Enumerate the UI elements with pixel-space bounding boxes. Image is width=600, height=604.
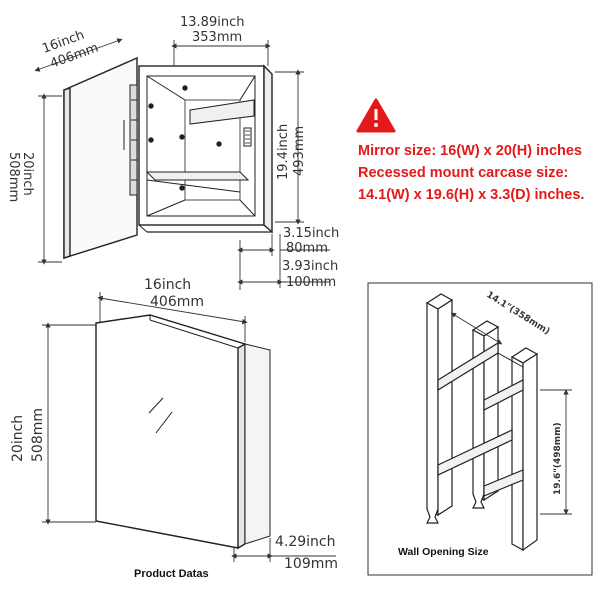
door-height-mm-label: 508mm — [6, 152, 21, 202]
inner-depth-mm-label: 80mm — [286, 241, 328, 256]
carcase-width-inch-label: 13.89inch — [180, 15, 244, 30]
wall-opening-caption: Wall Opening Size — [398, 546, 489, 558]
product-datas-caption: Product Datas — [134, 568, 209, 580]
wall-height-label: 19.6"(498mm) — [553, 422, 563, 495]
door-height-inch-label: 20inch — [20, 152, 35, 196]
carcase-size-heading: Recessed mount carcase size: — [358, 165, 569, 181]
carcase-width-mm-label: 353mm — [192, 30, 242, 45]
closed-depth-inch-label: 4.29inch — [275, 534, 336, 550]
outer-depth-inch-label: 3.93inch — [282, 259, 338, 274]
carcase-height-mm-label: 493mm — [292, 126, 307, 176]
open-cabinet-drawing — [63, 56, 273, 259]
warning-triangle-icon — [356, 98, 396, 133]
inner-depth-inch-label: 3.15inch — [283, 226, 339, 241]
outer-depth-mm-label: 100mm — [286, 275, 336, 290]
mirror-size-text: Mirror size: 16(W) x 20(H) inches — [358, 143, 582, 159]
closed-cabinet-drawing — [95, 314, 271, 550]
warning-text: Mirror size: 16(W) x 20(H) inches Recess… — [358, 140, 584, 206]
closed-width-mm-label: 406mm — [150, 294, 204, 310]
carcase-height-inch-label: 19.4inch — [276, 124, 291, 180]
open-view-dimension-lines — [34, 38, 330, 290]
closed-height-inch-label: 20inch — [10, 415, 26, 462]
carcase-size-text: 14.1(W) x 19.6(H) x 3.3(D) inches. — [358, 187, 585, 203]
wall-framing-drawing — [425, 293, 539, 552]
closed-view-dimension-lines — [42, 292, 336, 562]
closed-height-mm-label: 508mm — [30, 408, 46, 462]
closed-depth-mm-label: 109mm — [284, 556, 338, 572]
wall-opening-dimension-lines — [450, 312, 572, 515]
closed-width-inch-label: 16inch — [144, 277, 191, 293]
